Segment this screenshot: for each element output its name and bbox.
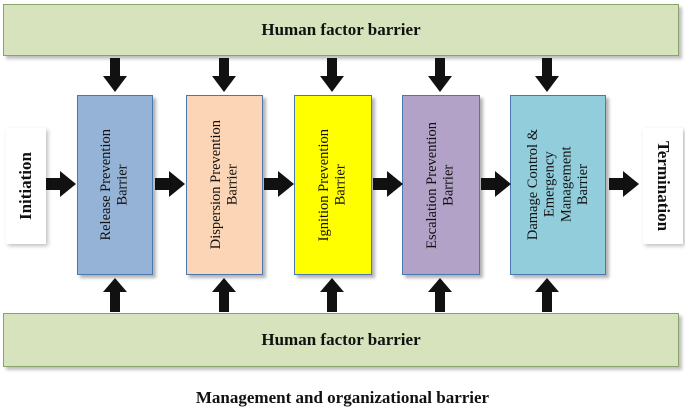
top-human-factor-barrier: Human factor barrier bbox=[3, 4, 679, 56]
right-arrow-escalation bbox=[481, 171, 511, 197]
right-arrow-ignition bbox=[373, 171, 403, 197]
termination-box: Termination bbox=[643, 128, 683, 244]
escalation-prevention-barrier: Escalation Prevention Barrier bbox=[402, 95, 480, 275]
management-barrier-label: Management and organizational barrier bbox=[195, 388, 490, 407]
down-arrow-dispersion bbox=[212, 58, 236, 92]
bottom-barrier-label: Human factor barrier bbox=[261, 330, 421, 349]
bottom-human-factor-barrier: Human factor barrier bbox=[3, 313, 679, 367]
right-arrow-dispersion bbox=[264, 171, 294, 197]
up-arrow-ignition bbox=[320, 278, 344, 312]
down-arrow-escalation bbox=[428, 58, 452, 92]
up-arrow-damage-control bbox=[535, 278, 559, 312]
top-barrier-label: Human factor barrier bbox=[261, 20, 421, 39]
up-arrow-escalation bbox=[428, 278, 452, 312]
up-arrow-dispersion bbox=[212, 278, 236, 312]
right-arrow-initiation bbox=[46, 171, 76, 197]
release-prevention-barrier: Release Prevention Barrier bbox=[77, 95, 153, 275]
damage-control-barrier: Damage Control & Emergency Management Ba… bbox=[510, 95, 606, 275]
initiation-box: Initiation bbox=[6, 128, 46, 244]
right-arrow-damage-control bbox=[609, 171, 639, 197]
dispersion-prevention-barrier: Dispersion Prevention Barrier bbox=[186, 95, 263, 275]
up-arrow-release bbox=[103, 278, 127, 312]
down-arrow-release bbox=[103, 58, 127, 92]
down-arrow-damage-control bbox=[535, 58, 559, 92]
down-arrow-ignition bbox=[320, 58, 344, 92]
termination-label: Termination bbox=[654, 140, 673, 232]
right-arrow-release bbox=[155, 171, 185, 197]
ignition-prevention-barrier: Ignition Prevention Barrier bbox=[294, 95, 372, 275]
